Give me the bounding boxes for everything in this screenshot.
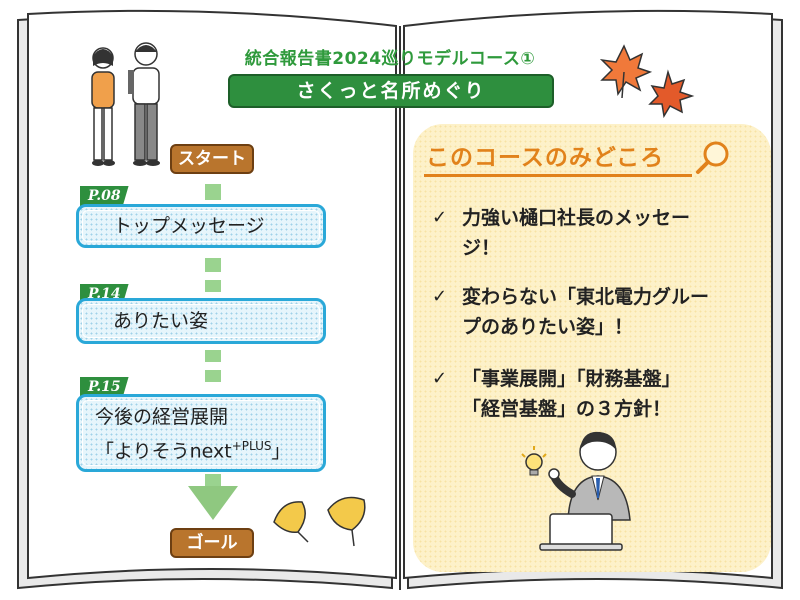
page-tag-p08: P.08	[80, 186, 129, 206]
highlight-text-line1: 変わらない「東北電力グルー	[462, 286, 710, 308]
magnifier-icon	[696, 141, 729, 174]
stop-management-plan[interactable]: 今後の経営展開 「よりそうnext+PLUS」	[76, 394, 326, 472]
highlight-text-line1: 力強い樋口社長のメッセー	[462, 207, 691, 229]
route-dash	[205, 184, 221, 200]
route-dash	[205, 258, 221, 272]
route-dash	[205, 370, 221, 382]
goal-label: ゴール	[186, 533, 238, 553]
route-dash	[205, 350, 221, 362]
stop-label: ありたい姿	[113, 310, 209, 332]
route-dash	[205, 280, 221, 292]
plan-name: 「よりそうnext	[95, 440, 232, 463]
route-dash	[205, 474, 221, 486]
ginkgo-leaf-icon	[273, 496, 366, 547]
plan-name-close: 」	[271, 440, 291, 463]
plan-name-sup: +PLUS	[231, 439, 272, 453]
stop-label: トップメッセージ	[113, 215, 265, 237]
course-subtitle: さくっと名所めぐり	[296, 80, 486, 102]
highlight-text-line2: 「経営基盤」の３方針！	[462, 398, 672, 420]
highlight-point: ✓ 「事業展開」「財務基盤」 「経営基盤」の３方針！	[432, 364, 762, 424]
highlights-title: このコースのみどころ	[426, 145, 665, 171]
highlight-text-line1: 「事業展開」「財務基盤」	[462, 368, 681, 390]
stop-vision[interactable]: ありたい姿	[76, 298, 326, 344]
course-subtitle-banner: さくっと名所めぐり	[228, 74, 554, 108]
page-tag-p15: P.15	[80, 377, 129, 397]
highlights-underline	[424, 174, 692, 177]
maple-leaf-icon	[599, 44, 695, 119]
businessman-illustration	[521, 431, 631, 551]
stop-top-message[interactable]: トップメッセージ	[76, 204, 326, 248]
start-label: スタート	[178, 149, 246, 169]
check-icon: ✓	[432, 368, 448, 389]
check-icon: ✓	[432, 286, 448, 307]
start-sign: スタート	[170, 144, 254, 174]
lightbulb-icon	[521, 446, 547, 476]
goal-sign: ゴール	[170, 528, 254, 558]
check-icon: ✓	[432, 207, 448, 228]
highlight-text-line2: プのありたい姿」！	[462, 316, 634, 338]
page-title: 統合報告書2024巡りモデルコース①	[244, 49, 536, 69]
route-arrow-icon	[188, 486, 238, 520]
highlight-point: ✓ 変わらない「東北電力グルー プのありたい姿」！	[432, 282, 762, 342]
stop-label-line2: 「よりそうnext+PLUS」	[79, 431, 323, 466]
highlight-point: ✓ 力強い樋口社長のメッセー ジ！	[432, 203, 762, 263]
stop-label-line1: 今後の経営展開	[95, 406, 229, 428]
highlight-text-line2: ジ！	[462, 237, 501, 259]
laptop-icon	[539, 513, 623, 551]
students-illustration	[91, 42, 160, 166]
